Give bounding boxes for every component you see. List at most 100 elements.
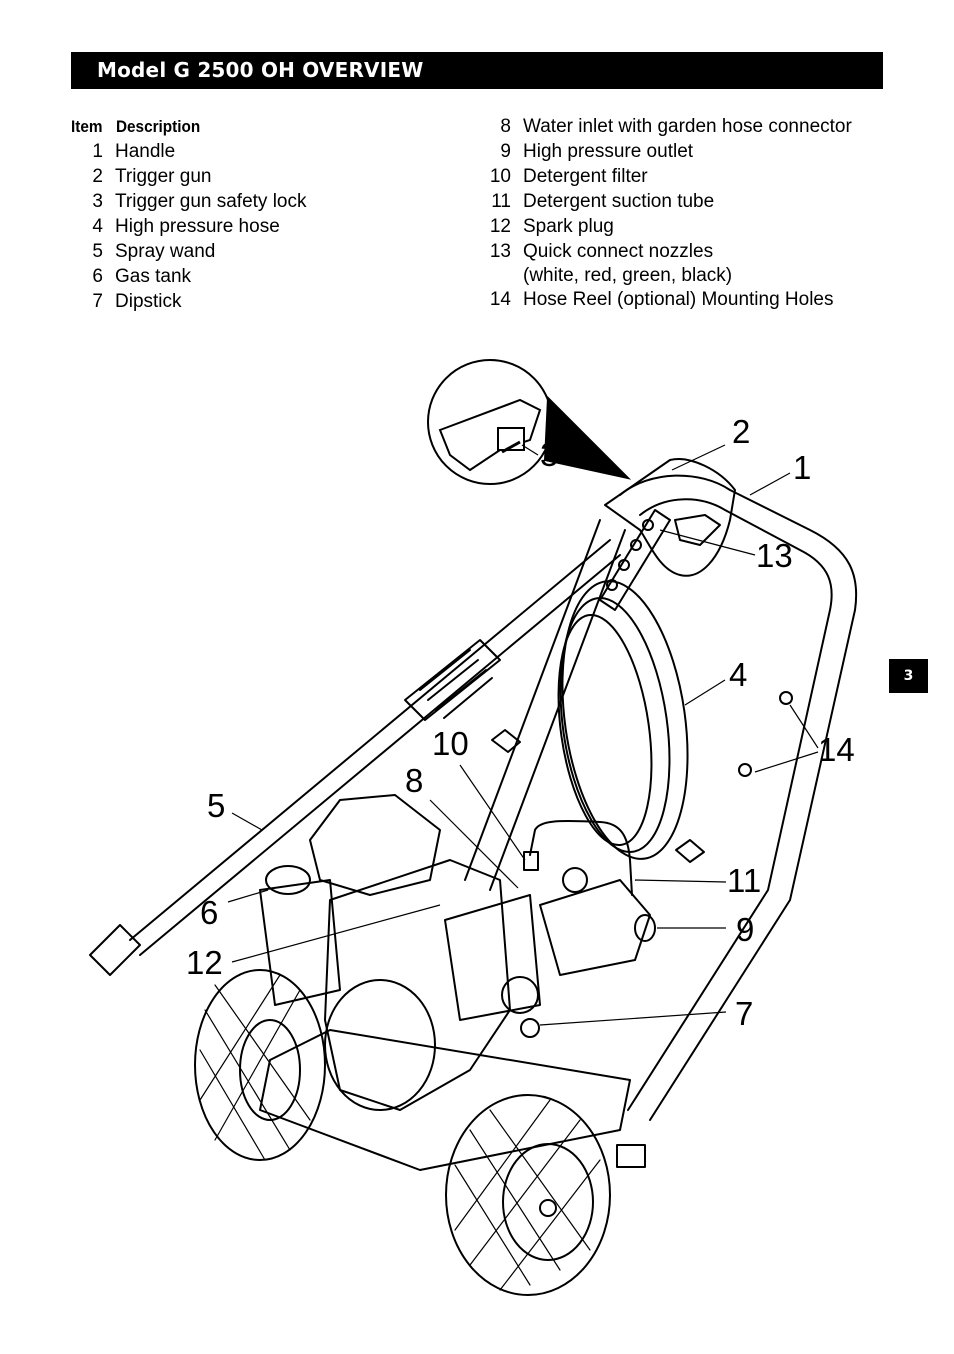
wheel-left-hub	[239, 1019, 301, 1121]
item-description: Trigger gun	[115, 166, 212, 187]
mounting-hole-lower	[738, 763, 752, 777]
item-number: 2	[92, 166, 103, 187]
washer-line-art	[89, 458, 858, 1296]
item-list-header: Item Description	[71, 114, 283, 139]
leader-14	[754, 704, 819, 773]
callout-5: 5	[207, 787, 225, 824]
callout-11: 11	[727, 862, 761, 899]
wheel-left-tread	[199, 974, 311, 1161]
leader-3	[521, 444, 539, 456]
wheel-left	[194, 969, 326, 1161]
list-item: 4 High pressure hose	[71, 214, 307, 239]
list-item: 1 Handle	[71, 139, 307, 164]
item-description: Spray wand	[115, 241, 216, 262]
leader-5	[231, 812, 263, 831]
engine-block	[324, 859, 511, 1111]
item-description: Trigger gun safety lock	[115, 191, 307, 212]
detergent-tube	[529, 819, 633, 896]
list-item: 14 Hose Reel (optional) Mounting Holes	[479, 287, 852, 312]
list-item: 12 Spark plug	[479, 214, 852, 239]
item-description: Detergent filter	[523, 166, 648, 187]
section-title-bar: Model G 2500 OH OVERVIEW	[71, 52, 883, 89]
leader-13	[659, 529, 756, 556]
detail-circle	[427, 359, 553, 485]
leader-6	[227, 889, 269, 903]
list-item: 5 Spray wand	[71, 239, 307, 264]
wheel-right	[445, 1094, 611, 1296]
gas-tank	[259, 879, 341, 1006]
callout-12: 12	[186, 944, 223, 981]
wheel-right-hub	[502, 1143, 594, 1261]
nozzle-red	[630, 539, 642, 551]
hose-coil-1	[561, 580, 689, 860]
high-pressure-outlet	[634, 914, 656, 942]
item-number: 5	[92, 241, 103, 262]
wand-grip-ridges	[419, 649, 493, 719]
handle-frame-outer	[619, 474, 858, 1121]
item-description: Hose Reel (optional) Mounting Holes	[523, 289, 834, 310]
gas-cap	[265, 865, 311, 895]
callout-8: 8	[405, 762, 423, 799]
item-description: Handle	[115, 141, 176, 162]
item-number: 3	[92, 191, 103, 212]
callout-7: 7	[735, 995, 753, 1032]
callout-9: 9	[736, 911, 754, 948]
pump-body	[539, 879, 651, 976]
leader-1	[749, 472, 791, 496]
spray-wand-a	[129, 539, 611, 941]
list-item: 13 Quick connect nozzles	[479, 239, 852, 264]
wheel-right-tread	[454, 1099, 601, 1291]
frame-tube-left-a	[464, 519, 601, 881]
nozzle-black	[606, 579, 618, 591]
spray-wand-b	[139, 554, 621, 956]
leader-12	[231, 904, 441, 963]
item-number: 12	[489, 216, 511, 237]
item-number: 10	[489, 166, 511, 187]
item-number: 14	[489, 289, 511, 310]
callout-6: 6	[200, 894, 218, 931]
frame-tube-left-b	[489, 529, 626, 891]
detail-pointer	[543, 395, 632, 480]
leader-11	[634, 879, 727, 883]
item-number: 1	[92, 141, 103, 162]
item-description: Gas tank	[115, 266, 192, 287]
trigger-gun-body	[604, 458, 736, 577]
item-description: Spark plug	[523, 216, 614, 237]
item-number: 4	[92, 216, 103, 237]
list-item: 10 Detergent filter	[479, 164, 852, 189]
base-frame	[259, 1029, 631, 1171]
leader-7	[539, 1011, 727, 1026]
item-description: High pressure outlet	[523, 141, 694, 162]
list-item: 3 Trigger gun safety lock	[71, 189, 307, 214]
page-number-tab: 3	[889, 659, 928, 693]
mounting-hole-upper	[779, 691, 793, 705]
leader-2	[671, 444, 726, 471]
item-description: High pressure hose	[115, 216, 280, 237]
callout-10: 10	[432, 725, 469, 762]
wing-knob-left	[491, 729, 521, 753]
wheel-right-axle	[539, 1199, 557, 1217]
section-title: Model G 2500 OH OVERVIEW	[97, 58, 424, 82]
leader-8	[429, 799, 519, 889]
item-number: 13	[489, 241, 511, 262]
callout-14: 14	[818, 731, 855, 768]
leader-lines	[227, 444, 819, 1026]
item-number: 7	[92, 291, 103, 312]
item-description: Quick connect nozzles	[523, 241, 714, 262]
engine-flywheel-cover	[324, 979, 436, 1111]
list-item: 2 Trigger gun	[71, 164, 307, 189]
callout-4: 4	[729, 656, 747, 693]
nozzle-white	[642, 519, 654, 531]
detail-arrow	[501, 440, 521, 454]
wing-knob-right	[675, 839, 705, 863]
wand-grip	[404, 639, 501, 721]
hose-coil-2	[559, 597, 671, 853]
safety-lock-detail	[427, 359, 632, 485]
